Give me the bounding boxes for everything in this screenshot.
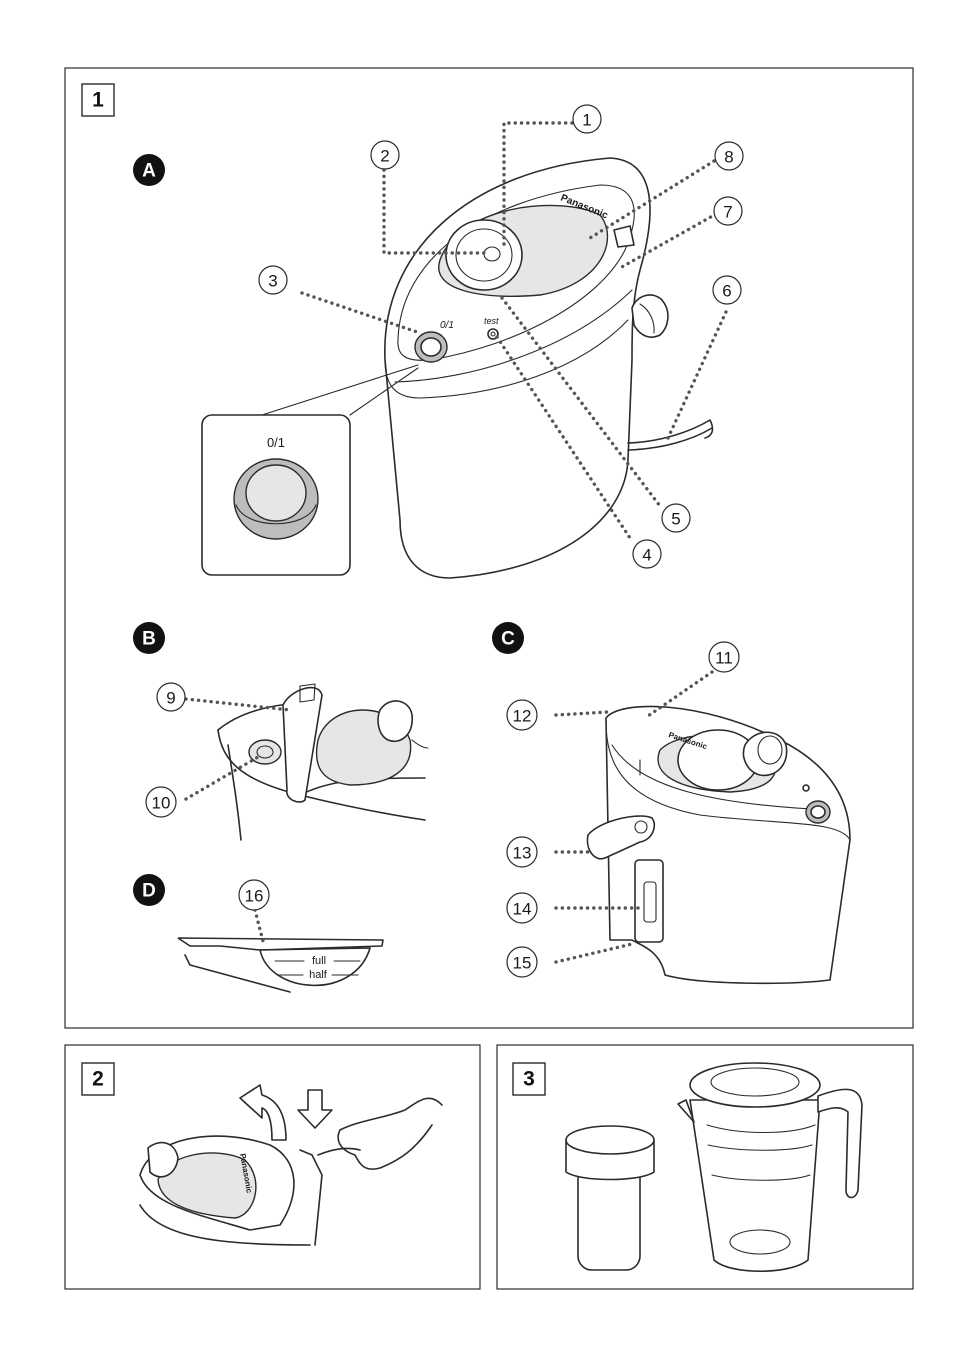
device-illustration-b [218,684,428,840]
svg-text:15: 15 [513,954,532,973]
water-pitcher [678,1063,862,1271]
svg-text:A: A [142,161,156,182]
svg-text:1: 1 [582,111,591,130]
callout-15: 15 [507,947,537,977]
section-badge-a: A [133,154,165,186]
svg-text:5: 5 [671,510,680,529]
section-badge-b: B [133,622,165,654]
callout-14: 14 [507,893,537,923]
svg-text:0/1: 0/1 [267,435,285,450]
water-level-gauge: full half [178,938,383,992]
filter-cartridge [566,1126,654,1270]
svg-text:2: 2 [380,147,389,166]
lid-open-illustration [140,1085,442,1245]
leader-9 [186,699,290,710]
svg-text:14: 14 [513,900,532,919]
svg-text:7: 7 [723,203,732,222]
callout-9: 9 [157,683,185,711]
section-badge-c: C [492,622,524,654]
callout-1: 1 [573,105,601,133]
svg-text:9: 9 [166,689,175,708]
callout-10: 10 [146,787,176,817]
gauge-half-label: half [309,969,328,981]
callout-3: 3 [259,266,287,294]
svg-text:1: 1 [92,89,104,112]
callout-5: 5 [662,504,690,532]
power-switch-label: 0/1 [440,320,454,331]
panel-3-number: 3 [513,1063,545,1095]
svg-text:C: C [501,629,515,650]
svg-text:6: 6 [722,282,731,301]
svg-text:3: 3 [523,1068,535,1091]
svg-text:13: 13 [513,844,532,863]
panel-2-number: 2 [82,1063,114,1095]
callout-12: 12 [507,700,537,730]
callout-6: 6 [713,276,741,304]
leader-6 [668,312,726,438]
svg-text:12: 12 [513,707,532,726]
leader-15 [556,944,632,962]
callout-13: 13 [507,837,537,867]
leader-10 [186,757,258,799]
svg-text:3: 3 [268,272,277,291]
callout-2: 2 [371,141,399,169]
callout-7: 7 [714,197,742,225]
callout-8: 8 [715,142,743,170]
svg-text:2: 2 [92,1068,104,1091]
svg-text:8: 8 [724,148,733,167]
panel-1-number: 1 [82,84,114,116]
callout-16: 16 [239,880,269,910]
leader-12 [556,712,608,715]
svg-text:11: 11 [715,649,733,668]
svg-text:B: B [142,629,156,650]
gauge-full-label: full [312,955,326,967]
svg-text:10: 10 [152,794,171,813]
svg-text:4: 4 [642,546,651,565]
svg-text:D: D [142,881,156,902]
svg-text:16: 16 [245,887,264,906]
section-badge-d: D [133,874,165,906]
test-label: test [484,316,499,326]
callout-11: 11 [709,642,739,672]
power-switch-zoom: 0/1 [202,415,350,575]
callout-4: 4 [633,540,661,568]
device-illustration-c [587,706,850,983]
